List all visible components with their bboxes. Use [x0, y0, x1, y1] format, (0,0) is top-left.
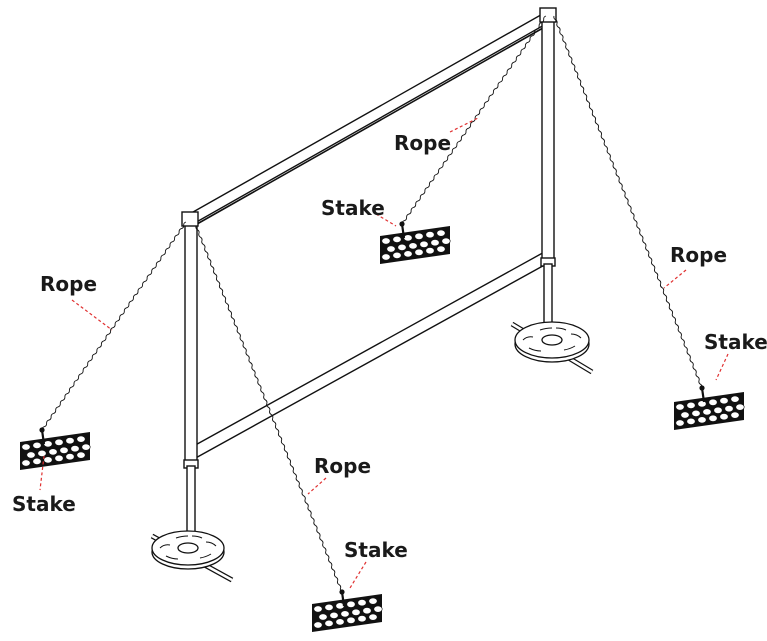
left-base [150, 530, 234, 583]
stake-label-front: Stake [344, 538, 408, 562]
leader-lines [39, 117, 729, 589]
rope-top-line [401, 15, 547, 225]
stake-label-right: Stake [704, 330, 767, 354]
bottom-crossbar [189, 248, 551, 462]
stake-label-left: Stake [12, 492, 76, 516]
rope-right-line [553, 15, 703, 389]
rope-label-left: Rope [40, 272, 97, 296]
stake-front-mat [312, 589, 383, 632]
stake-left-mat [20, 427, 91, 470]
rope-label-right: Rope [670, 243, 727, 267]
rope-left-line [41, 221, 187, 431]
right-pole [539, 7, 557, 341]
stake-right-mat [674, 385, 745, 430]
rope-label-front: Rope [314, 454, 371, 478]
right-base [510, 321, 594, 375]
rope-label-top: Rope [394, 131, 451, 155]
stake-top-mat [380, 221, 451, 264]
left-pole [181, 211, 199, 549]
rope-front-line [195, 225, 343, 593]
stake-label-top: Stake [321, 196, 385, 220]
